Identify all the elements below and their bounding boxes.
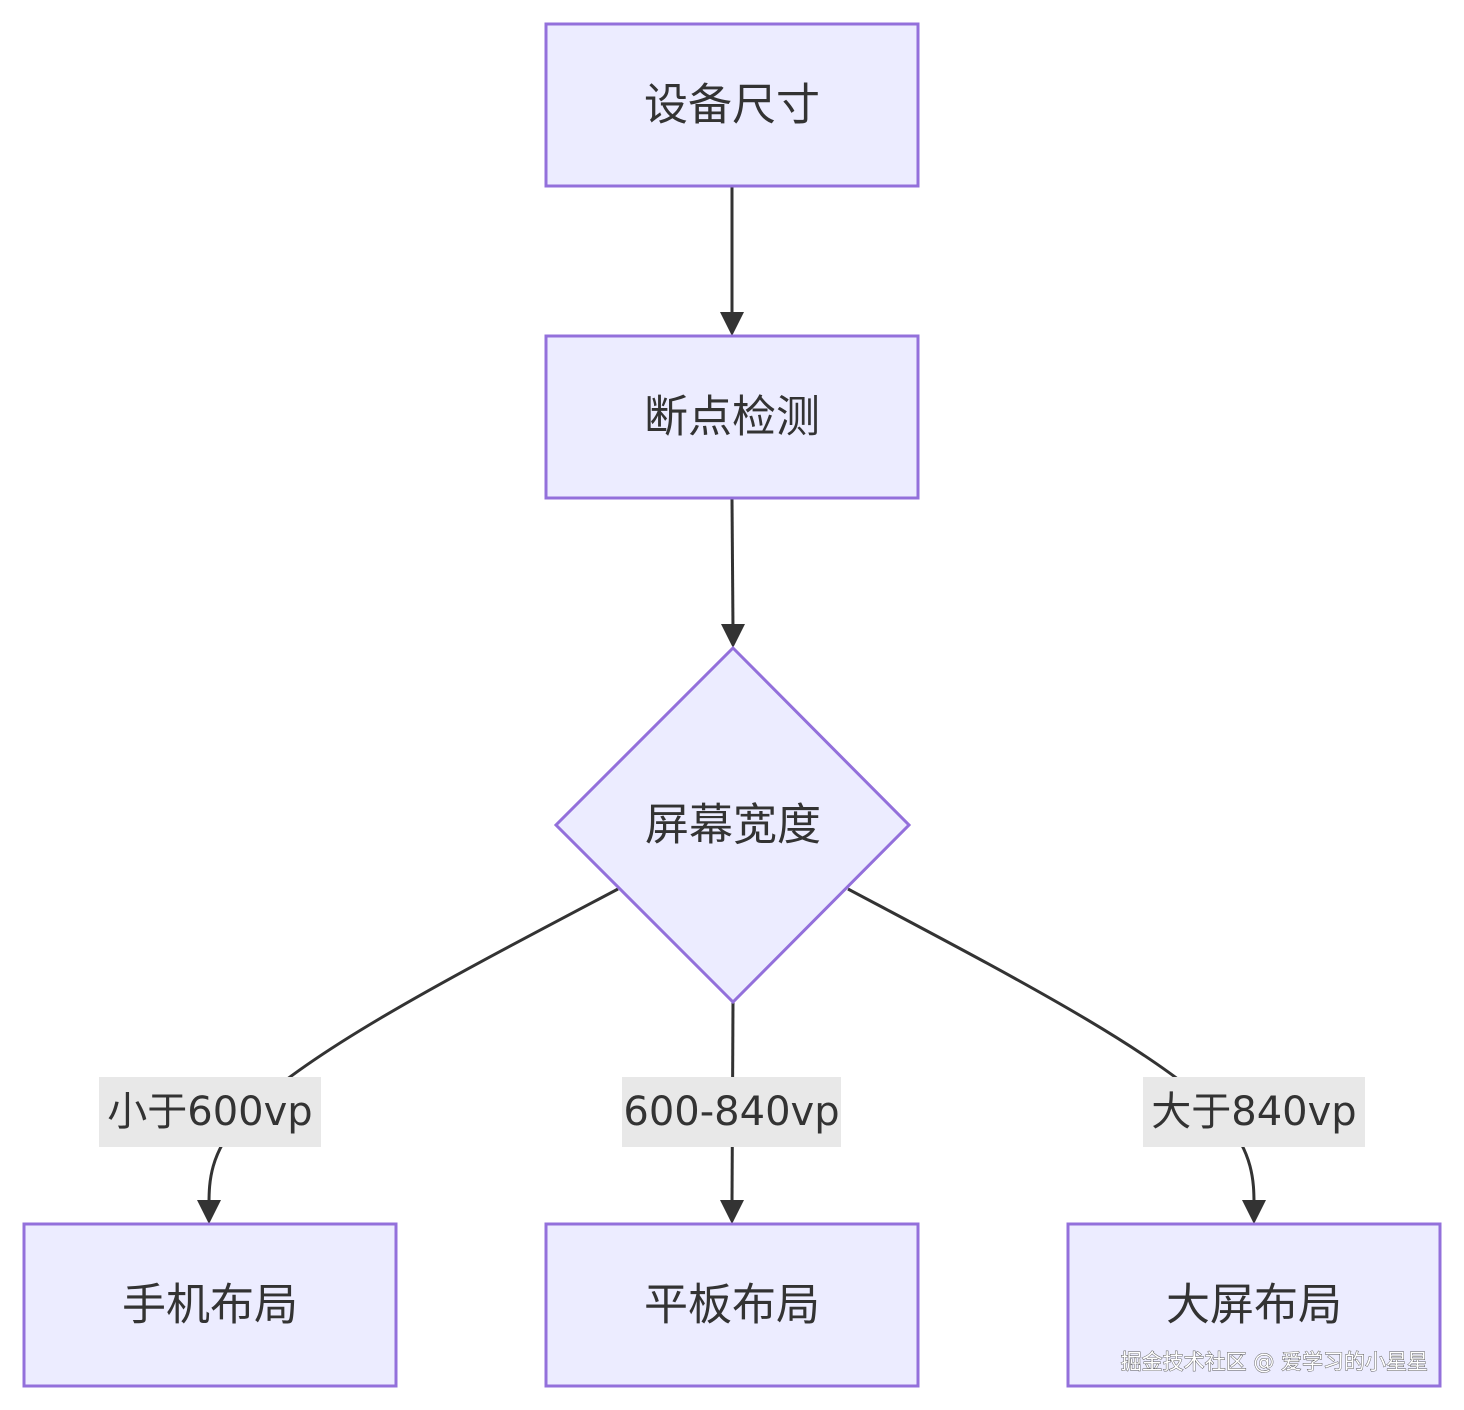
edge-label-large-text: 大于840vp: [1151, 1089, 1356, 1135]
node-large-layout: 大屏布局: [1066, 1222, 1442, 1388]
edge-label-tablet-text: 600-840vp: [623, 1089, 839, 1135]
arrowhead-breakpoint: [720, 312, 744, 336]
arrowhead-screen-width: [721, 624, 745, 648]
arrowhead-phone: [197, 1200, 221, 1224]
node-screen-width: 屏幕宽度: [553, 645, 912, 1005]
node-tablet-layout: 平板布局: [544, 1222, 920, 1388]
edge-label-large: 大于840vp: [1143, 1077, 1365, 1147]
edges: [197, 187, 1266, 1224]
edge-label-phone: 小于600vp: [99, 1077, 321, 1147]
node-device-size-label: 设备尺寸: [644, 80, 820, 131]
node-phone-layout: 手机布局: [22, 1222, 398, 1388]
node-tablet-layout-label: 平板布局: [644, 1280, 820, 1331]
arrowhead-large: [1242, 1200, 1266, 1224]
arrowhead-tablet: [720, 1200, 744, 1224]
node-screen-width-label: 屏幕宽度: [645, 800, 821, 851]
edge-screen-width-to-large: [847, 887, 1256, 1205]
node-phone-layout-label: 手机布局: [122, 1280, 298, 1331]
watermark: 掘金技术社区 @ 爱学习的小星星: [1121, 1350, 1428, 1374]
node-breakpoint-detect: 断点检测: [544, 334, 920, 500]
node-large-layout-label: 大屏布局: [1166, 1280, 1342, 1331]
node-device-size: 设备尺寸: [544, 22, 920, 188]
node-breakpoint-detect-label: 断点检测: [644, 392, 820, 443]
edge-breakpoint-to-screen-width: [730, 498, 735, 631]
edge-screen-width-to-phone: [207, 887, 619, 1205]
edge-label-tablet: 600-840vp: [622, 1077, 841, 1147]
edge-label-phone-text: 小于600vp: [107, 1089, 312, 1135]
